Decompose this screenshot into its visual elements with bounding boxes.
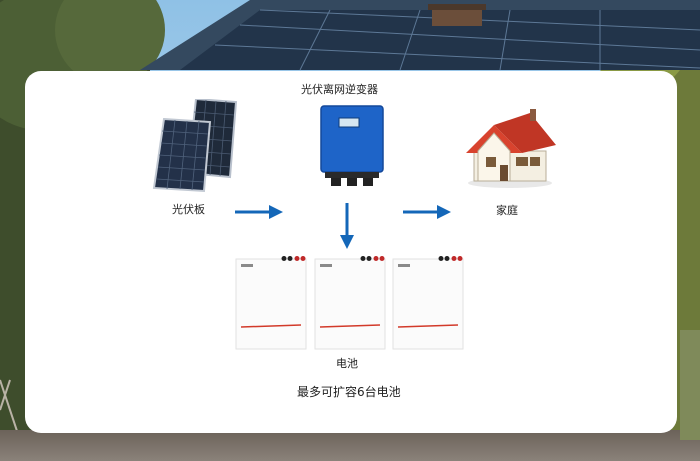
- arrow-right-icon: [403, 205, 451, 219]
- panel-label: 光伏板: [172, 203, 205, 216]
- inverter-label: 光伏离网逆变器: [301, 83, 378, 96]
- battery-label: 电池: [336, 357, 358, 370]
- arrow-right-icon: [235, 205, 283, 219]
- battery-image: [392, 256, 464, 350]
- home-label: 家庭: [496, 204, 518, 217]
- battery-image: [235, 256, 307, 350]
- footnote-text: 最多可扩容6台电池: [297, 385, 401, 399]
- battery-image: [314, 256, 386, 350]
- solar-panel-image: [152, 99, 238, 193]
- system-diagram-card: 光伏离网逆变器 光伏板: [25, 71, 677, 433]
- arrow-down-icon: [340, 203, 354, 249]
- house-image: [466, 109, 556, 188]
- inverter-image: [320, 105, 384, 186]
